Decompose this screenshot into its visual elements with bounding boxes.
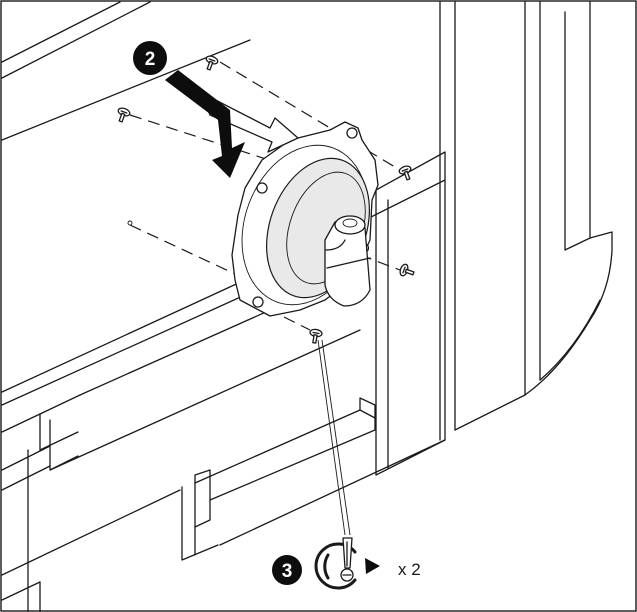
flange-hole-top xyxy=(346,127,358,139)
mounting-flange-assembly xyxy=(231,121,379,317)
leader-line xyxy=(317,339,346,536)
screw-top xyxy=(205,55,219,71)
flange-hole-left xyxy=(256,182,268,194)
screw-right-top xyxy=(398,165,412,181)
screwdriver-rotate-icon xyxy=(314,537,380,590)
step-2-number: 2 xyxy=(145,49,156,70)
screw-bottom xyxy=(309,328,323,344)
step-3-badge: 3 xyxy=(272,555,302,585)
turn-count-label: x 2 xyxy=(398,560,421,579)
screw-hole-left xyxy=(127,220,133,226)
step-2-badge: 2 xyxy=(133,41,167,75)
flange-hole-bottom xyxy=(252,296,264,308)
screw-upper-left xyxy=(117,107,131,123)
step-3-number: 3 xyxy=(282,561,293,582)
push-direction-arrow-icon xyxy=(165,70,299,178)
screw-right-middle xyxy=(399,263,415,277)
